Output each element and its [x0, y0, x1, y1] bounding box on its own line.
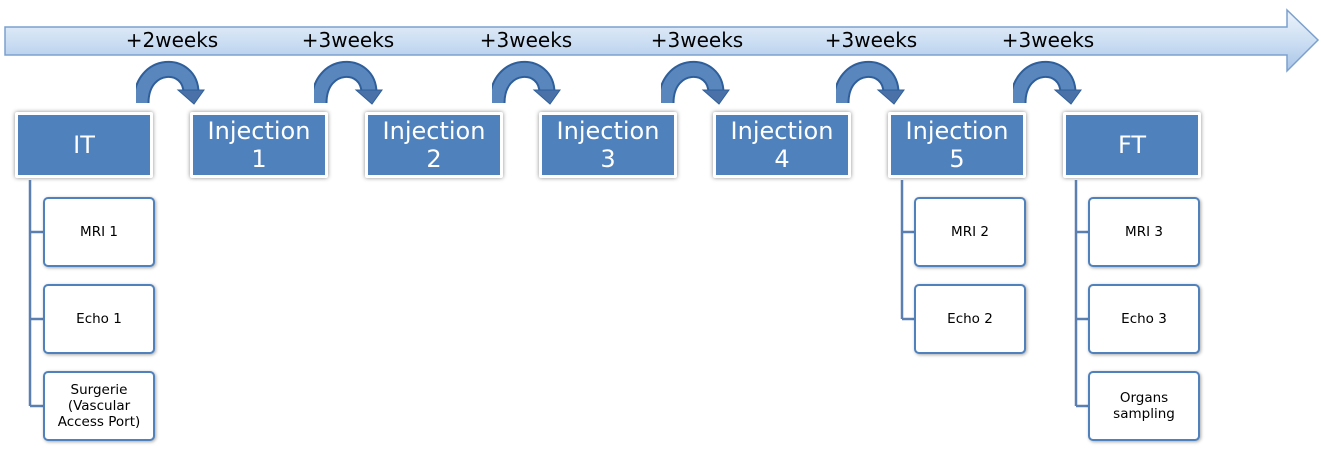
procedure-box: Echo 1 [43, 284, 155, 354]
interval-label: +3weeks [650, 28, 744, 52]
interval-label: +3weeks [479, 28, 573, 52]
stage-injection-4: Injection 4 [713, 112, 851, 178]
interval-label: +3weeks [824, 28, 918, 52]
interval-label: +3weeks [1001, 28, 1095, 52]
procedure-box: Echo 2 [914, 284, 1026, 354]
interval-label: +3weeks [301, 28, 395, 52]
stage-injection-2: Injection 2 [365, 112, 503, 178]
procedure-label: MRI 3 [1125, 224, 1163, 240]
stage-label: Injection 5 [905, 117, 1009, 173]
procedure-box: Organs sampling [1088, 371, 1200, 441]
curved-arrow-icon [1013, 61, 1082, 105]
procedure-box: Echo 3 [1088, 284, 1200, 354]
stage-label: Injection 2 [382, 117, 486, 173]
procedure-label: Organs sampling [1113, 390, 1175, 422]
procedure-label: Echo 1 [76, 311, 122, 327]
interval-label: +2weeks [125, 28, 219, 52]
procedure-label: Echo 3 [1121, 311, 1167, 327]
procedure-label: Echo 2 [947, 311, 993, 327]
stage-injection-3: Injection 3 [539, 112, 677, 178]
procedure-label: MRI 2 [951, 224, 989, 240]
stage-label: Injection 3 [556, 117, 660, 173]
procedure-box: MRI 1 [43, 197, 155, 267]
procedure-box: Surgerie (Vascular Access Port) [43, 371, 155, 441]
curved-arrow-icon [836, 61, 905, 105]
curved-arrow-icon [136, 61, 205, 105]
timeline-arrow-shape [4, 8, 1320, 73]
stage-label: Injection 1 [207, 117, 311, 173]
stage-injection-5: Injection 5 [888, 112, 1026, 178]
procedure-label: MRI 1 [80, 224, 118, 240]
procedure-label: Surgerie (Vascular Access Port) [57, 382, 141, 430]
stage-label: IT [73, 131, 95, 159]
curved-arrow-icon [492, 61, 561, 105]
curved-arrow-icon [314, 61, 383, 105]
procedure-box: MRI 3 [1088, 197, 1200, 267]
stage-it: IT [15, 112, 153, 178]
stage-label: Injection 4 [730, 117, 834, 173]
curved-arrow-icon [661, 61, 730, 105]
stage-injection-1: Injection 1 [190, 112, 328, 178]
procedure-box: MRI 2 [914, 197, 1026, 267]
stage-ft: FT [1063, 112, 1201, 178]
stage-label: FT [1117, 131, 1147, 159]
